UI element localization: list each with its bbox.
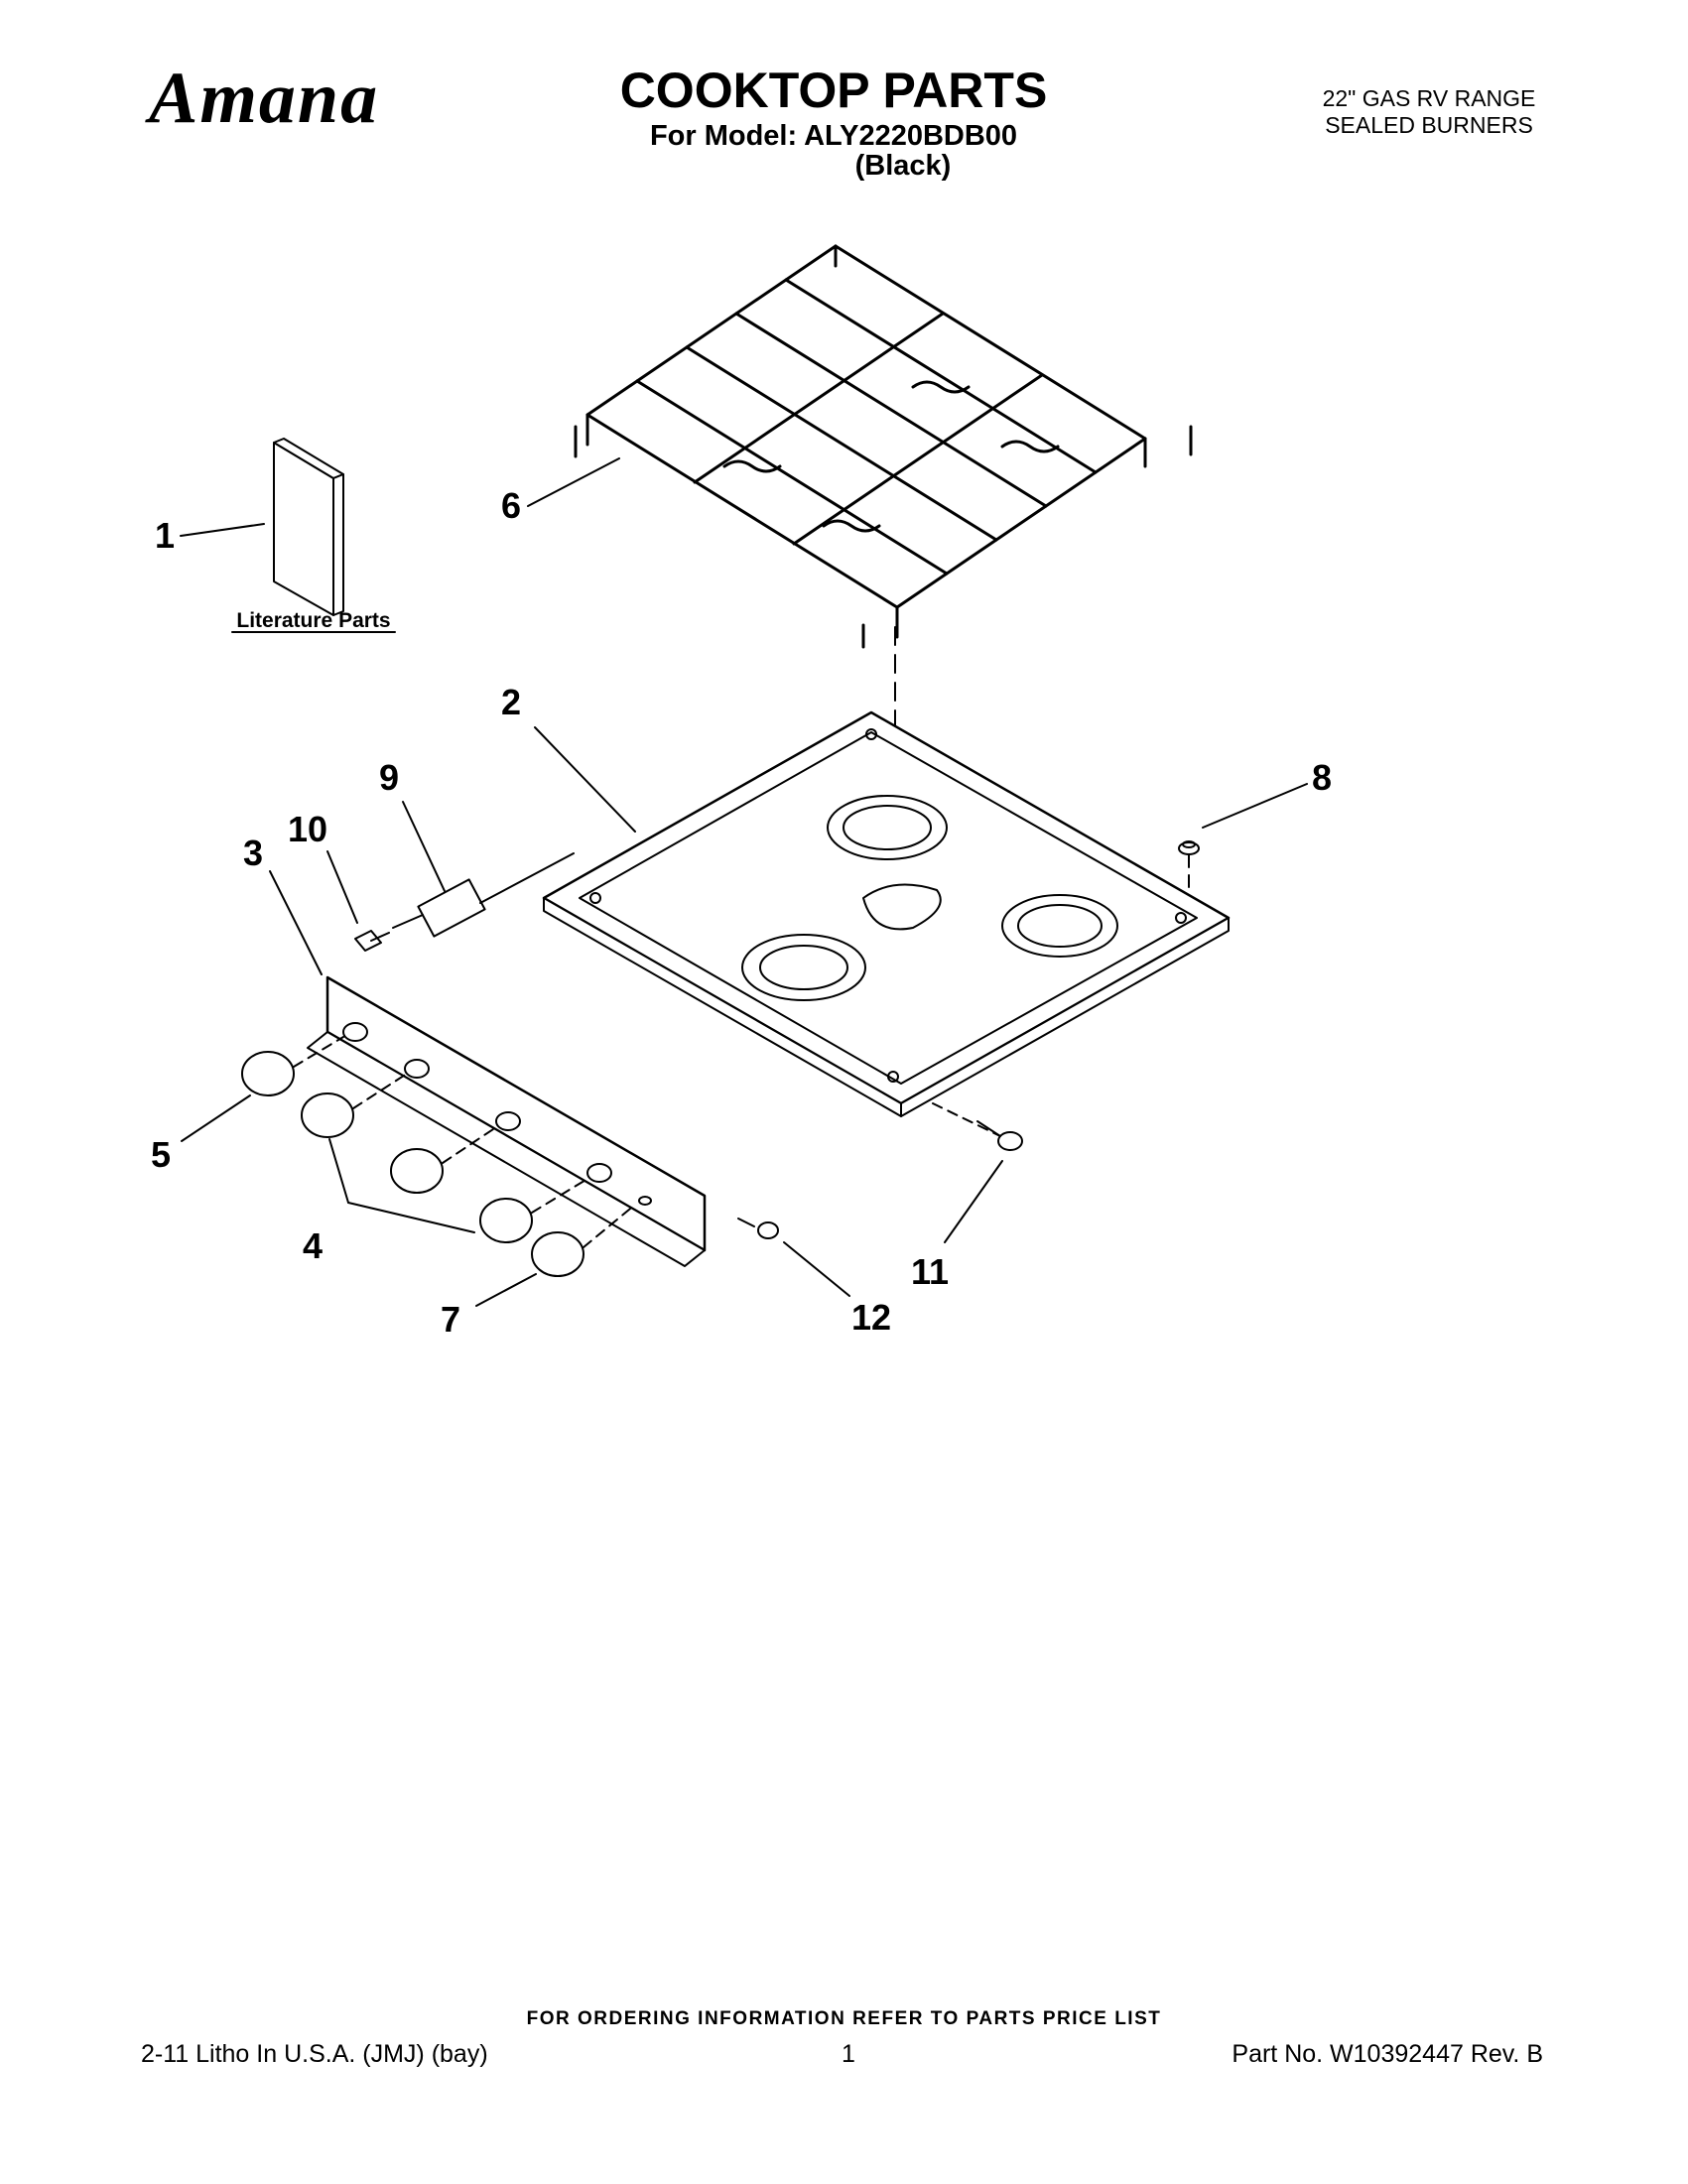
callout-9: 9: [379, 757, 399, 798]
gas-valve: [392, 852, 575, 938]
callout-12: 12: [851, 1297, 891, 1338]
callout-11: 11: [911, 1251, 949, 1292]
color-line: (Black): [854, 150, 952, 183]
grommet: [1178, 840, 1200, 855]
model-line: For Model: ALY2220BDB00: [649, 120, 1018, 152]
callout-1: 1: [155, 515, 175, 556]
callout-3: 3: [243, 833, 263, 873]
page-title: COOKTOP PARTS: [619, 63, 1048, 118]
orifice-fitting: [354, 930, 390, 952]
control-panel: [307, 975, 707, 1267]
literature-parts-label: Literature Parts: [236, 609, 390, 632]
burner-grate: [574, 244, 1193, 649]
callout-6: 6: [501, 485, 521, 526]
knob-shaft-lines: [293, 1036, 636, 1248]
callout-5: 5: [151, 1134, 171, 1175]
callout-2: 2: [501, 682, 521, 722]
callout-leaders: [180, 457, 1308, 1307]
burner-type: SEALED BURNERS: [1325, 112, 1533, 139]
range-info: 22" GAS RV RANGE SEALED BURNERS: [1300, 85, 1558, 139]
burner-knobs: [241, 1051, 584, 1277]
amana-logo: Amana: [149, 58, 380, 139]
screw-11-line: [932, 1102, 1001, 1137]
range-type: 22" GAS RV RANGE: [1322, 85, 1536, 111]
literature-booklet: [273, 438, 344, 616]
callout-7: 7: [441, 1299, 460, 1340]
callout-8: 8: [1312, 757, 1332, 798]
title-block: COOKTOP PARTS For Model: ALY2220BDB00 (B…: [556, 65, 1111, 182]
callout-10: 10: [288, 809, 327, 849]
page-number: 1: [842, 2040, 855, 2068]
callout-4: 4: [303, 1225, 323, 1266]
screw-12: [737, 1218, 779, 1239]
exploded-parts-diagram: Literature Parts: [151, 244, 1332, 1340]
part-number: Part No. W10392447 Rev. B: [1232, 2040, 1543, 2068]
ordering-note: FOR ORDERING INFORMATION REFER TO PARTS …: [526, 2008, 1162, 2029]
footer-litho: 2-11 Litho In U.S.A. (JMJ) (bay): [141, 2040, 488, 2068]
cooktop-panel: [542, 710, 1231, 1117]
